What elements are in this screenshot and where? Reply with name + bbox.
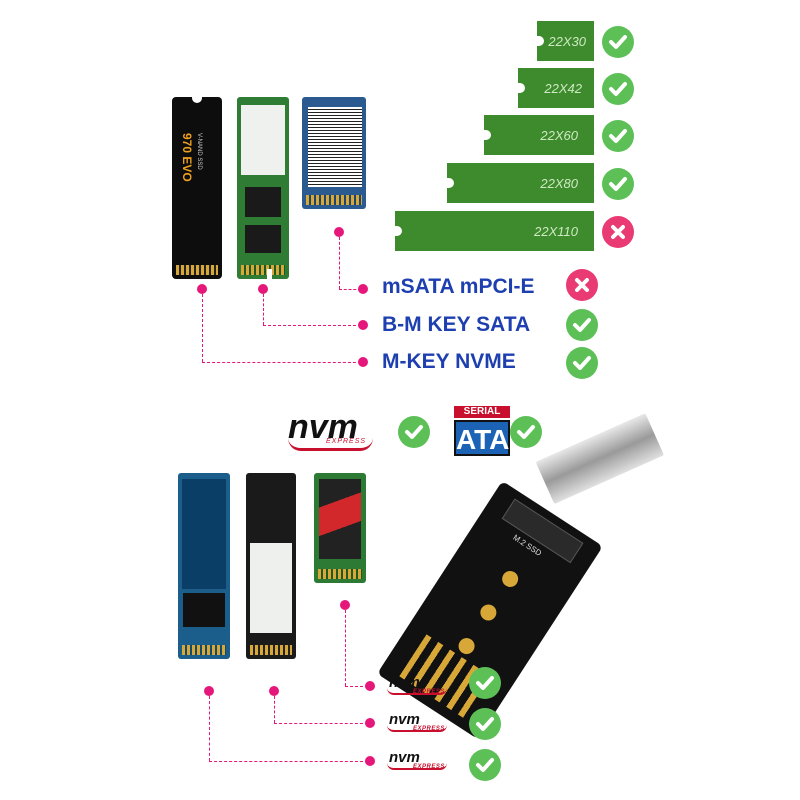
- card-chip: [183, 593, 225, 627]
- card-notch: [267, 269, 272, 279]
- size-bar-22x80: 22X80: [447, 163, 594, 203]
- card-connector: [250, 645, 292, 655]
- check-icon: [469, 749, 501, 781]
- size-label: 22X42: [544, 80, 582, 96]
- connector-dot: [358, 357, 368, 367]
- card-sticker: [308, 107, 362, 187]
- evo-model: 970 EVO: [180, 133, 194, 182]
- nvm-logo-text: nvm: [389, 674, 420, 691]
- card-sticker: [182, 479, 226, 589]
- m2-slot: [501, 498, 584, 564]
- serial-ata-logo: SERIAL ATA: [454, 406, 510, 456]
- compat-label-bm-sata: B-M KEY SATA: [382, 313, 531, 336]
- connector-dot: [334, 227, 344, 237]
- card-label-text: V-NAND SSD 970 EVO: [174, 127, 218, 182]
- connector-line: [274, 696, 275, 723]
- size-bar-22x30: 22X30: [537, 21, 594, 61]
- ssd-970-evo: V-NAND SSD 970 EVO: [172, 95, 222, 279]
- connector-dot: [197, 284, 207, 294]
- check-icon: [602, 120, 634, 152]
- ssd-sata-green: [237, 97, 289, 279]
- connector-dot: [365, 718, 375, 728]
- connector-dot: [365, 756, 375, 766]
- check-icon: [602, 26, 634, 58]
- mount-hole: [477, 601, 500, 624]
- size-label: 22X30: [548, 33, 586, 49]
- cross-icon: [566, 269, 598, 301]
- nvm-logo-text: nvm: [389, 749, 420, 766]
- connector-line: [345, 686, 368, 687]
- connector-line: [209, 761, 368, 762]
- connector-dot: [340, 600, 350, 610]
- size-bar-22x110: 22X110: [395, 211, 594, 251]
- card-connector: [241, 265, 285, 275]
- cross-icon: [602, 216, 634, 248]
- nvm-logo-text: nvm: [389, 711, 420, 728]
- nvm-logo-small: nvm EXPRESS: [387, 749, 447, 770]
- compat-label-msata: mSATA mPCI-E: [382, 275, 535, 298]
- card-notch: [192, 95, 202, 103]
- nvm-swoosh: [387, 688, 447, 695]
- check-icon: [566, 347, 598, 379]
- adapter-board: M.2 SSD: [377, 480, 603, 740]
- usb-plug: [535, 413, 664, 505]
- nvm-logo-small: nvm EXPRESS: [387, 711, 447, 732]
- connector-line: [209, 696, 210, 761]
- connector-line: [339, 237, 340, 289]
- size-label: 22X80: [540, 175, 578, 191]
- mount-hole: [499, 567, 522, 591]
- nvm-swoosh: [288, 438, 373, 451]
- connector-line: [345, 610, 346, 686]
- connector-line: [202, 294, 203, 362]
- check-icon: [602, 168, 634, 200]
- connector-line: [263, 294, 264, 325]
- usb-adapter: M.2 SSD: [370, 400, 670, 740]
- card-sticker: [319, 479, 361, 559]
- card-connector: [306, 195, 362, 205]
- ssd-nvme-black: [246, 473, 296, 659]
- size-label: 22X60: [540, 127, 578, 143]
- nvm-swoosh: [387, 763, 447, 770]
- check-icon: [510, 416, 542, 448]
- card-sticker: [250, 543, 292, 633]
- sata-top-text: SERIAL: [454, 406, 510, 418]
- check-icon: [469, 667, 501, 699]
- compat-label-m-nvme: M-KEY NVME: [382, 350, 516, 373]
- card-connector: [176, 265, 218, 275]
- check-icon: [469, 708, 501, 740]
- card-connector: [318, 569, 362, 579]
- connector-dot: [358, 284, 368, 294]
- ssd-nvme-red: [314, 473, 366, 583]
- size-label: 22X110: [534, 223, 578, 239]
- check-icon: [566, 309, 598, 341]
- card-chip: [245, 187, 281, 217]
- size-bar-22x60: 22X60: [484, 115, 594, 155]
- connector-dot: [269, 686, 279, 696]
- ssd-msata: [302, 97, 366, 209]
- check-icon: [398, 416, 430, 448]
- nvm-swoosh: [387, 725, 447, 732]
- connector-dot: [358, 320, 368, 330]
- connector-dot: [258, 284, 268, 294]
- ssd-nvme-blue: [178, 473, 230, 659]
- nvm-express-logo: nvm EXPRESS: [288, 408, 388, 458]
- mount-hole: [455, 634, 478, 658]
- card-chip: [245, 225, 281, 253]
- sata-main-text: ATA: [454, 420, 510, 456]
- size-bar-22x42: 22X42: [518, 68, 594, 108]
- connector-dot: [365, 681, 375, 691]
- evo-brand: V-NAND SSD: [196, 133, 202, 170]
- connector-line: [202, 362, 361, 363]
- card-connector: [182, 645, 226, 655]
- connector-line: [263, 325, 361, 326]
- nvm-logo-small: nvm EXPRESS: [387, 674, 447, 695]
- card-sticker: [241, 105, 285, 175]
- connector-line: [339, 289, 361, 290]
- connector-line: [274, 723, 368, 724]
- connector-dot: [204, 686, 214, 696]
- check-icon: [602, 73, 634, 105]
